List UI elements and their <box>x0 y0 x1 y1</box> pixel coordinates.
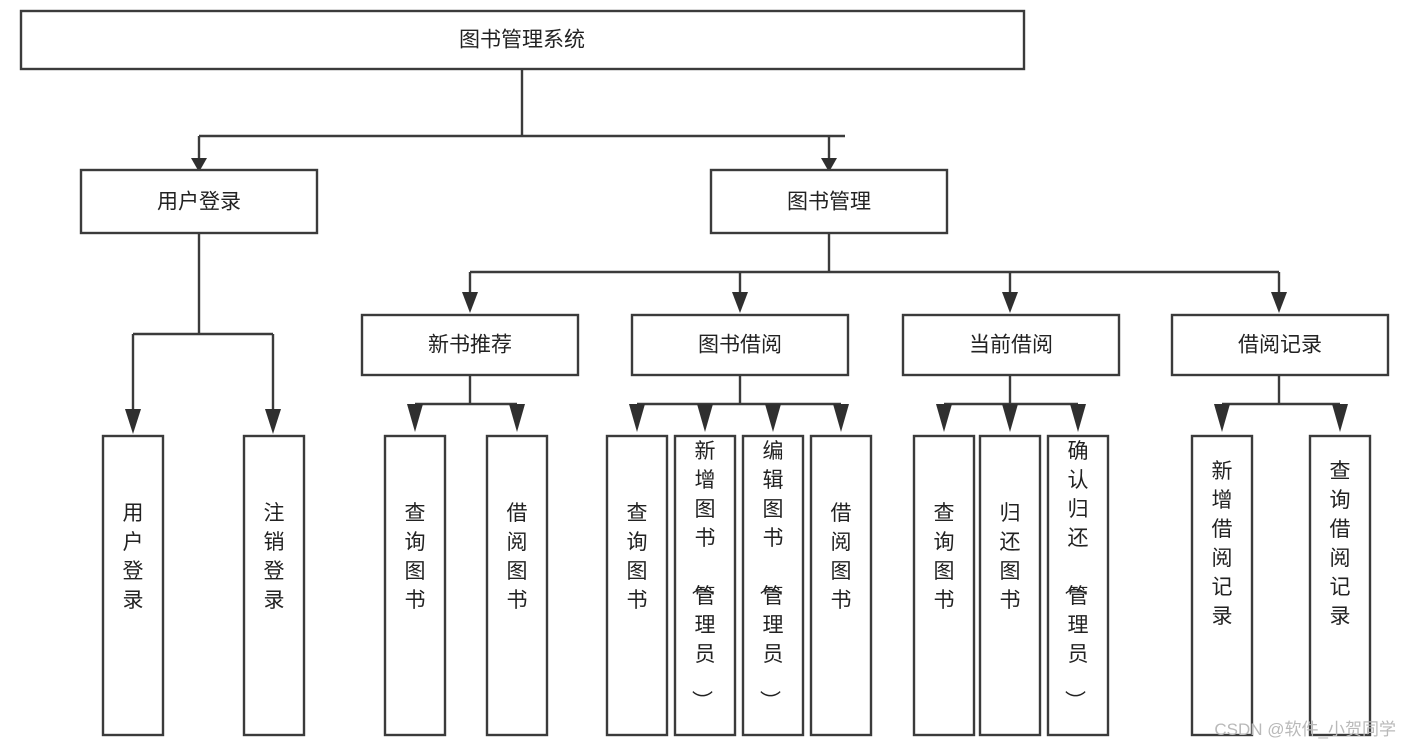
node-leaf-query-borrow-record[interactable]: 查询借阅记录 <box>1308 434 1372 737</box>
node-root[interactable]: 图书管理系统 <box>19 9 1026 71</box>
arrow-head-leaf-add-book <box>697 404 713 432</box>
node-leaf-edit-book-label: 编辑图书（管理员） <box>758 440 784 711</box>
node-leaf-borrow-book-1[interactable]: 借阅图书 <box>485 434 549 737</box>
node-leaf-borrow-book-2-label: 借阅图书 <box>831 502 852 612</box>
node-leaf-query-borrow-record-box[interactable] <box>1308 434 1372 737</box>
arrow-head-borrow-record <box>1271 292 1287 313</box>
node-current-borrow[interactable]: 当前借阅 <box>901 313 1121 377</box>
arrow-head-user-login <box>191 158 207 172</box>
node-borrow-record[interactable]: 借阅记录 <box>1170 313 1390 377</box>
node-leaf-query-book-3-box[interactable] <box>912 434 976 737</box>
node-leaf-confirm-return[interactable]: 确认归还（管理员） <box>1046 434 1110 737</box>
node-root-label: 图书管理系统 <box>459 29 585 52</box>
node-leaf-query-book-1-box[interactable] <box>383 434 447 737</box>
node-leaf-return-book[interactable]: 归还图书 <box>978 434 1042 737</box>
node-leaf-borrow-book-2[interactable]: 借阅图书 <box>809 434 873 737</box>
node-leaf-borrow-book-2-box[interactable] <box>809 434 873 737</box>
node-leaf-borrow-book-1-box[interactable] <box>485 434 549 737</box>
arrow-head-leaf-user-logout <box>265 409 281 434</box>
arrow-head-leaf-query-book-2 <box>629 404 645 432</box>
arrow-head-leaf-confirm-return <box>1070 404 1086 432</box>
node-leaf-query-book-2[interactable]: 查询图书 <box>605 434 669 737</box>
node-leaf-query-borrow-record-label: 查询借阅记录 <box>1330 460 1351 628</box>
node-borrow-record-box[interactable] <box>1170 313 1390 377</box>
connector-group-book-management <box>462 233 1287 313</box>
node-leaf-add-book[interactable]: 新增图书（管理员） <box>673 434 737 737</box>
node-leaf-query-book-1-label: 查询图书 <box>405 502 426 612</box>
node-leaf-add-borrow-record-label: 新增借阅记录 <box>1212 460 1233 628</box>
node-book-borrow-box[interactable] <box>630 313 850 377</box>
node-user-login[interactable]: 用户登录 <box>79 168 319 235</box>
arrow-head-leaf-query-book-1 <box>407 404 423 432</box>
node-leaf-add-book-box[interactable] <box>673 434 737 737</box>
arrow-head-new-book-recommend <box>462 292 478 313</box>
node-book-management-label: 图书管理 <box>787 191 871 214</box>
node-leaf-user-logout-label: 注销登录 <box>264 502 285 612</box>
arrow-head-leaf-borrow-book-2 <box>833 404 849 432</box>
node-leaf-query-book-2-box[interactable] <box>605 434 669 737</box>
connector-group-user-login <box>125 233 281 434</box>
node-book-management-box[interactable] <box>709 168 949 235</box>
arrow-head-book-borrow <box>732 292 748 313</box>
connector-group-current-borrow <box>936 375 1086 432</box>
node-leaf-borrow-book-1-label: 借阅图书 <box>507 502 528 612</box>
arrow-head-leaf-borrow-book-1 <box>509 404 525 432</box>
connector-group-root <box>191 69 845 172</box>
arrow-head-leaf-add-borrow-record <box>1214 404 1230 432</box>
node-leaf-add-borrow-record[interactable]: 新增借阅记录 <box>1190 434 1254 737</box>
node-current-borrow-label: 当前借阅 <box>969 334 1053 357</box>
connector-group-new-book-recommend <box>407 375 525 432</box>
node-book-management[interactable]: 图书管理 <box>709 168 949 235</box>
node-new-book-recommend[interactable]: 新书推荐 <box>360 313 580 377</box>
node-new-book-recommend-box[interactable] <box>360 313 580 377</box>
arrow-head-leaf-query-book-3 <box>936 404 952 432</box>
node-leaf-confirm-return-label: 确认归还（管理员） <box>1063 440 1089 711</box>
node-leaf-user-logout-box[interactable] <box>242 434 306 737</box>
node-leaf-user-login[interactable]: 用户登录 <box>101 434 165 737</box>
node-leaf-return-book-box[interactable] <box>978 434 1042 737</box>
node-leaf-query-book-2-label: 查询图书 <box>627 502 648 612</box>
connector-group-borrow-record <box>1214 375 1348 432</box>
arrow-head-leaf-edit-book <box>765 404 781 432</box>
arrow-head-leaf-query-borrow-record <box>1332 404 1348 432</box>
node-leaf-edit-book[interactable]: 编辑图书（管理员） <box>741 434 805 737</box>
node-borrow-record-label: 借阅记录 <box>1238 334 1322 357</box>
node-leaf-query-book-3[interactable]: 查询图书 <box>912 434 976 737</box>
node-book-borrow[interactable]: 图书借阅 <box>630 313 850 377</box>
node-user-login-label: 用户登录 <box>157 191 241 214</box>
arrow-head-book-management <box>821 158 837 172</box>
node-leaf-user-login-label: 用户登录 <box>123 502 144 612</box>
node-leaf-user-login-box[interactable] <box>101 434 165 737</box>
arrow-head-current-borrow <box>1002 292 1018 313</box>
node-leaf-add-book-label: 新增图书（管理员） <box>690 440 716 711</box>
node-root-box[interactable] <box>19 9 1026 71</box>
node-leaf-user-logout[interactable]: 注销登录 <box>242 434 306 737</box>
connector-group-book-borrow <box>629 375 849 432</box>
node-leaf-query-book-3-label: 查询图书 <box>934 502 955 612</box>
node-book-borrow-label: 图书借阅 <box>698 334 782 357</box>
node-leaf-edit-book-box[interactable] <box>741 434 805 737</box>
arrow-head-leaf-user-login <box>125 409 141 434</box>
node-current-borrow-box[interactable] <box>901 313 1121 377</box>
node-leaf-confirm-return-box[interactable] <box>1046 434 1110 737</box>
node-leaf-query-book-1[interactable]: 查询图书 <box>383 434 447 737</box>
watermark-label: CSDN @软件_小贺同学 <box>1214 720 1396 739</box>
node-leaf-add-borrow-record-box[interactable] <box>1190 434 1254 737</box>
node-leaf-return-book-label: 归还图书 <box>1000 502 1021 612</box>
node-user-login-box[interactable] <box>79 168 319 235</box>
node-new-book-recommend-label: 新书推荐 <box>428 334 512 357</box>
arrow-head-leaf-return-book <box>1002 404 1018 432</box>
